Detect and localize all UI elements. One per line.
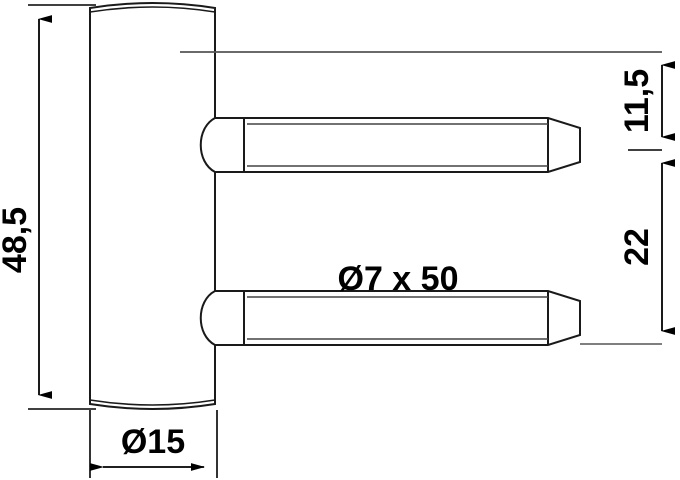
upper-pin [199,117,581,173]
dimension-22-label: 22 [618,228,656,266]
extension-lines [28,4,662,478]
dimension-48-5: 48,5 [0,15,52,399]
dimension-11-5-label: 11,5 [618,69,656,133]
dimension-22: 22 [618,159,675,335]
dimension-11-5: 11,5 [618,61,675,141]
callout-pin-spec-label: Ø7 x 50 [338,260,459,298]
callout-pin-spec: Ø7 x 50 [338,260,459,298]
lower-pin-dome-end [199,290,244,346]
upper-pin-dome-end [199,117,244,173]
upper-pin-shank [243,117,581,173]
plate-bottom-inner-edge [89,399,216,406]
lower-pin [199,290,581,346]
dimension-d15: Ø15 [90,423,205,471]
plate-top-inner-edge [89,6,216,13]
plate-outline [89,2,216,410]
dimension-48-5-label: 48,5 [0,207,34,273]
dimension-d15-label: Ø15 [121,423,185,461]
mounting-plate [89,2,216,410]
lower-pin-shank [243,290,581,346]
